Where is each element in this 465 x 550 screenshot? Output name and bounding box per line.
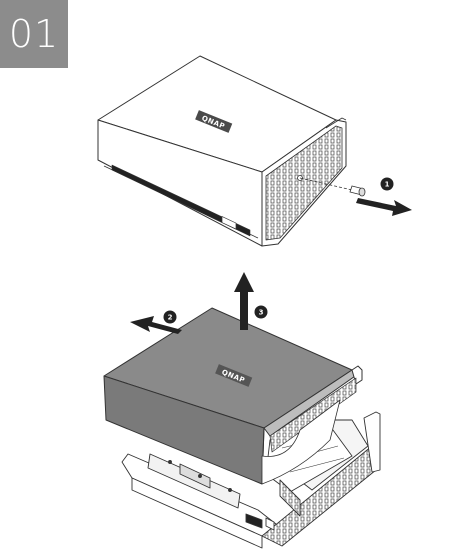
closed-enclosure <box>97 55 347 247</box>
arrow-right-icon <box>356 198 412 216</box>
svg-text:2: 2 <box>168 314 173 322</box>
callout-2: 2 <box>163 310 177 324</box>
svg-text:3: 3 <box>259 309 264 317</box>
arrow-left-icon <box>130 316 182 334</box>
step-number-badge: 01 <box>0 0 68 68</box>
svg-text:1: 1 <box>385 181 390 189</box>
screw-icon <box>299 177 366 197</box>
arrow-up-icon <box>234 272 254 330</box>
open-chassis <box>121 411 381 549</box>
callout-3: 3 <box>254 305 268 319</box>
callout-1: 1 <box>380 177 394 191</box>
